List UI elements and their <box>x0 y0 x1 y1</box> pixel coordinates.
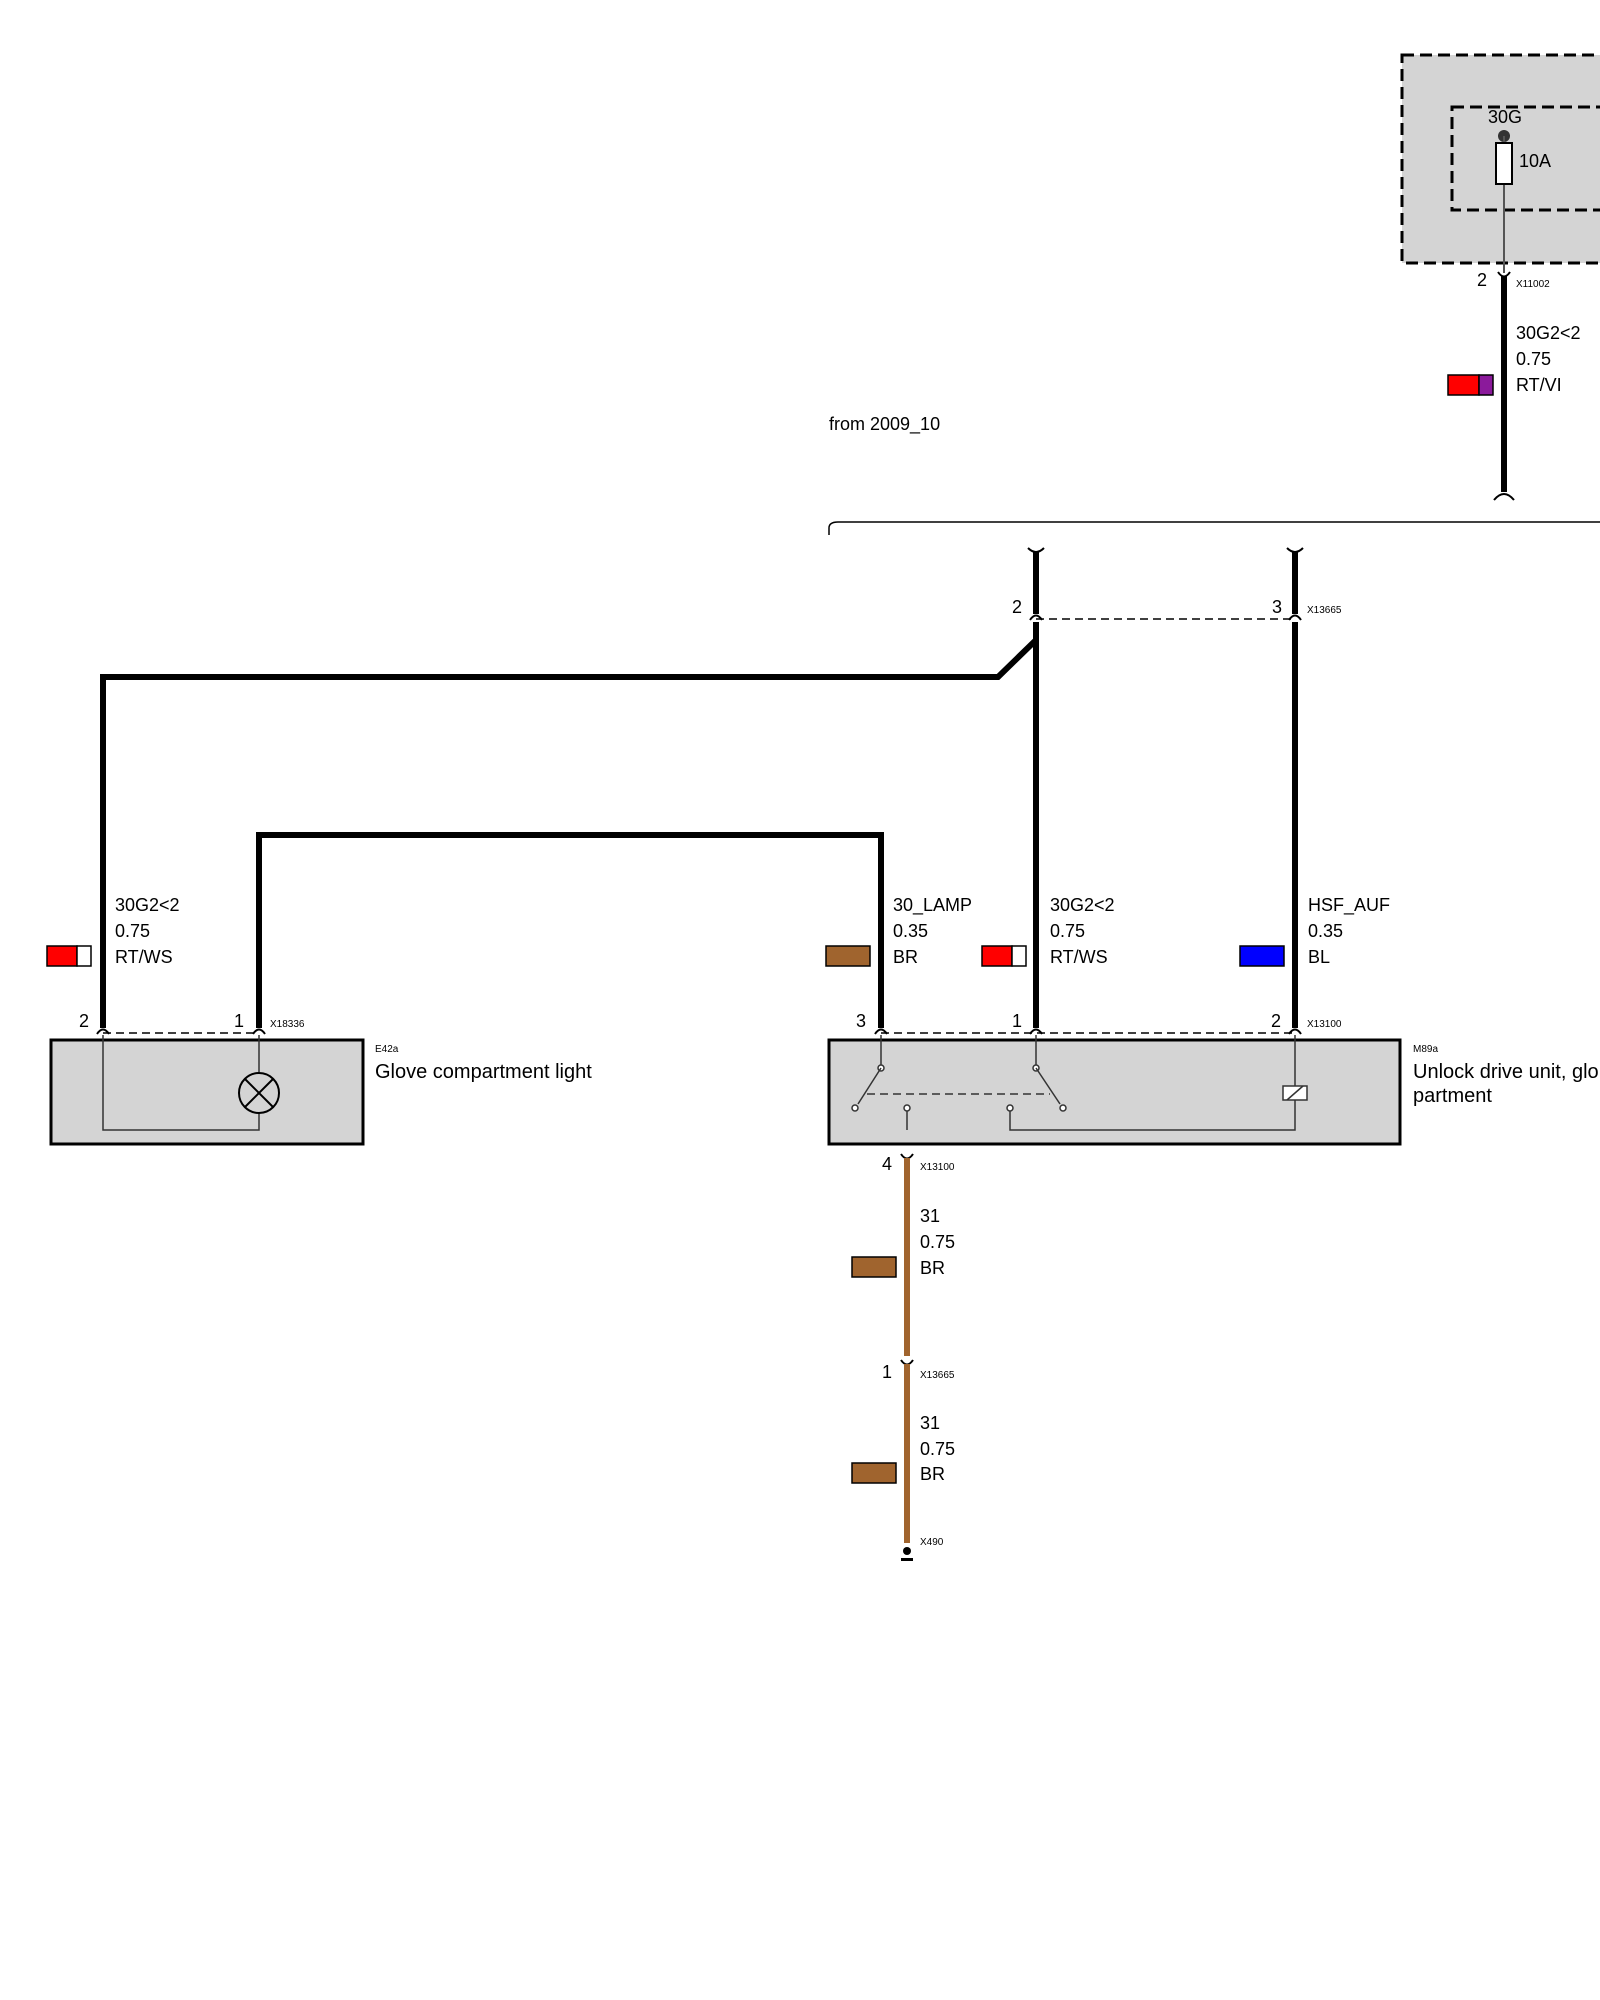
fuse-terminal-label: 30G <box>1488 107 1522 127</box>
component-code: E42a <box>375 1044 399 1055</box>
wire-size: 0.35 <box>893 921 928 941</box>
wire-lamp <box>256 832 884 1028</box>
wire-color-swatch <box>46 945 78 967</box>
switch-icon <box>857 1067 882 1105</box>
relay-coil-icon <box>1282 1085 1308 1101</box>
wire-color-swatch <box>1447 374 1480 396</box>
wire-color: RT/WS <box>115 947 173 967</box>
connector-label: X13100 <box>1307 1019 1342 1030</box>
pin-label: 2 <box>79 1011 89 1031</box>
component-name: Unlock drive unit, glo <box>1413 1061 1599 1083</box>
wire-size: 0.75 <box>1050 921 1085 941</box>
wire-name: 30_LAMP <box>893 895 972 916</box>
pin-label: 1 <box>234 1011 244 1031</box>
pin-label: 1 <box>1012 1011 1022 1031</box>
wire-name: 30G2<2 <box>1050 895 1115 915</box>
wire-break-icon <box>1493 493 1515 501</box>
wire-name: 30G2<2 <box>115 895 180 915</box>
wire-light-feed <box>100 622 1039 1028</box>
wire-color-swatch <box>851 1462 897 1484</box>
pin-label: 1 <box>882 1362 892 1382</box>
connector-label: X13665 <box>1307 605 1342 616</box>
pin-label: 3 <box>1272 597 1282 617</box>
component-name: partment <box>1413 1085 1492 1107</box>
pin-label: 3 <box>856 1011 866 1031</box>
wire-size: 0.75 <box>920 1439 955 1459</box>
switch-icon <box>1035 1067 1061 1105</box>
variant-note: from 2009_10 <box>829 414 940 435</box>
pin-label: 2 <box>1477 270 1487 290</box>
wire-name: 30G2<2 <box>1516 323 1581 343</box>
fuse-icon <box>1495 142 1513 185</box>
pin-label: 2 <box>1271 1011 1281 1031</box>
wire-size: 0.75 <box>115 921 150 941</box>
fuse-rating-label: 10A <box>1519 151 1551 171</box>
wire-color: BR <box>920 1258 945 1278</box>
glove-light-component: 2 1 X18336 E42a Glove compartment light <box>49 1011 592 1146</box>
wire-name: 31 <box>920 1206 940 1226</box>
lamp-icon <box>238 1072 280 1114</box>
wire-color: RT/VI <box>1516 375 1562 395</box>
connector-label: X490 <box>920 1537 944 1548</box>
wire-name: 31 <box>920 1413 940 1433</box>
variant-bracket <box>828 521 1600 535</box>
wire-size: 0.75 <box>1516 349 1551 369</box>
wire-color: BR <box>893 947 918 967</box>
wire-color-swatch <box>981 945 1013 967</box>
connector-label: X18336 <box>270 1019 305 1030</box>
wire-size: 0.35 <box>1308 921 1343 941</box>
wire-color: BR <box>920 1464 945 1484</box>
pin-label: 4 <box>882 1154 892 1174</box>
component-name: Glove compartment light <box>375 1061 592 1083</box>
ground-icon <box>901 1547 913 1561</box>
connector-label: X13100 <box>920 1162 955 1173</box>
wire-name: HSF_AUF <box>1308 895 1390 916</box>
wire-size: 0.75 <box>920 1232 955 1252</box>
wire-color-swatch <box>851 1256 897 1278</box>
connector-label: X11002 <box>1516 279 1550 290</box>
connector-label: X13665 <box>920 1370 955 1381</box>
wire-color: BL <box>1308 947 1330 967</box>
component-code: M89a <box>1413 1044 1438 1055</box>
fuse-box: 30G 10A <box>1400 53 1600 273</box>
pin-label: 2 <box>1012 597 1022 617</box>
unlock-drive-unit: 3 1 2 X13100 M89a Unlock drive unit, glo… <box>827 1011 1599 1146</box>
wire-color: RT/WS <box>1050 947 1108 967</box>
wire-color-swatch <box>825 945 871 967</box>
wire-color-swatch <box>1239 945 1285 967</box>
